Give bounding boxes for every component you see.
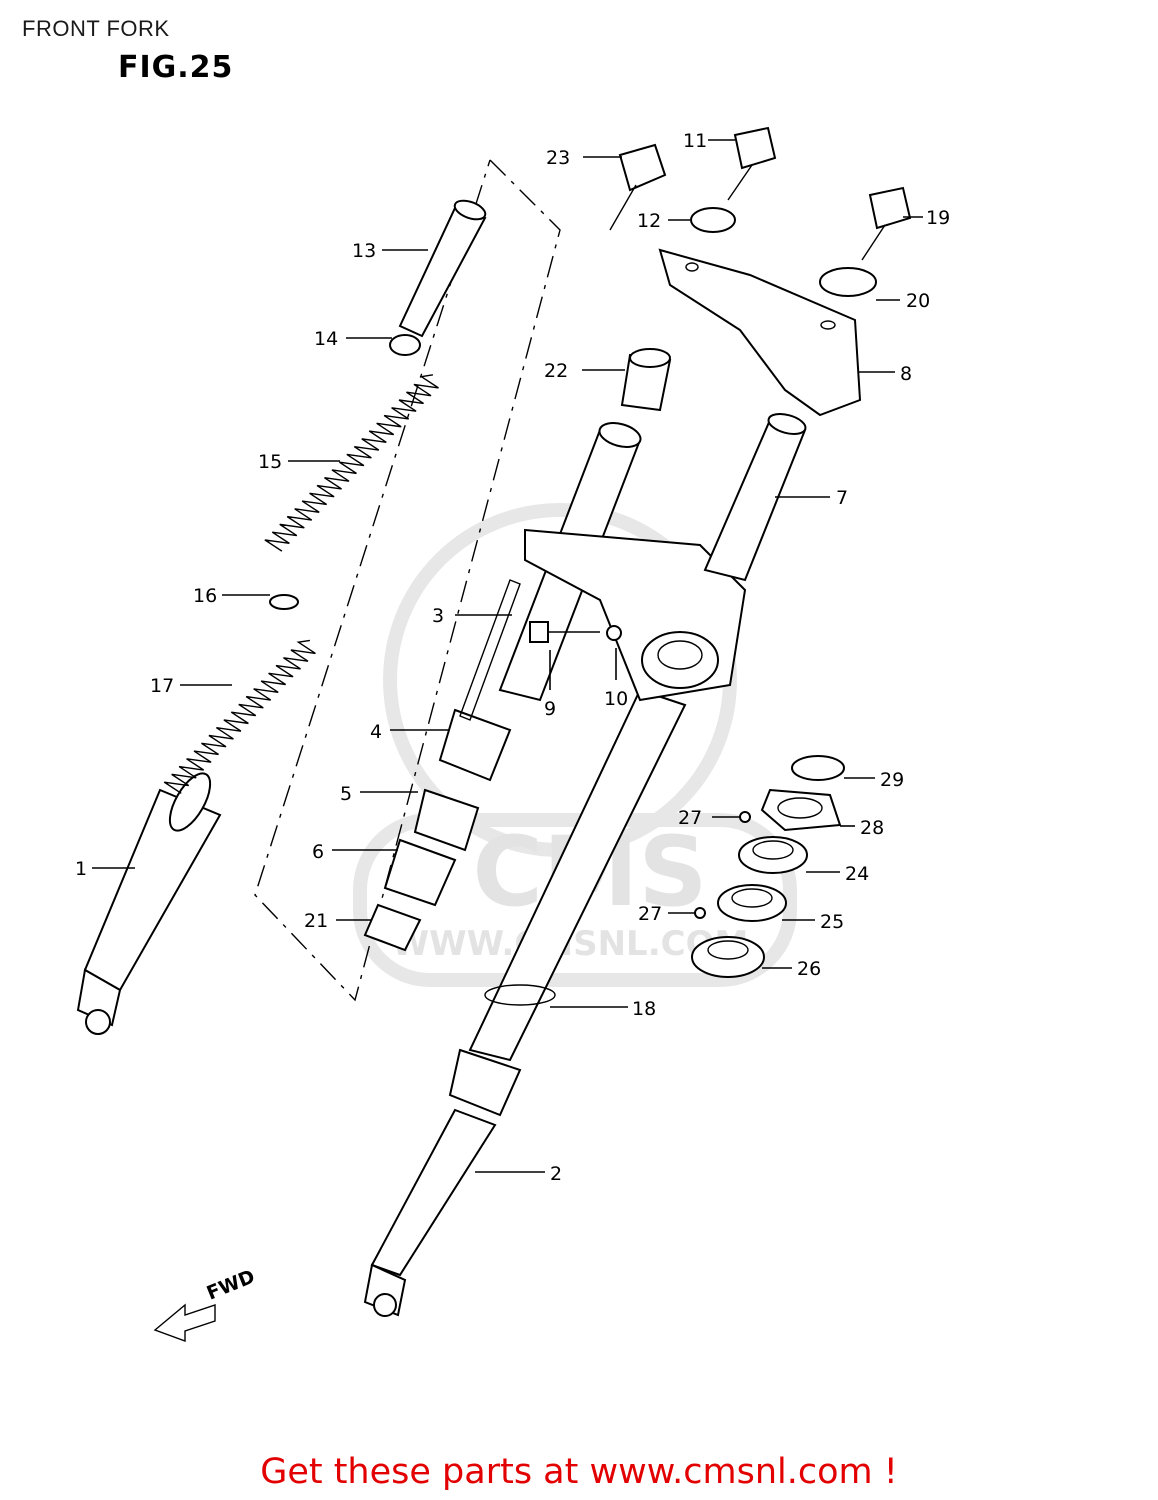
part-22-cap — [620, 348, 672, 412]
part-24-bearing-race — [738, 836, 808, 874]
callout-label: 12 — [637, 210, 661, 232]
part-26-dust-seal — [691, 936, 765, 978]
callout-label: 24 — [845, 863, 869, 885]
part-4-5-6-21-damper-rod — [363, 579, 521, 952]
inner-parts-boundary — [254, 159, 561, 1002]
exploded-parts-diagram: CMS WWW.CMSNL.COM — [75, 126, 950, 1343]
part-19-bolt — [861, 186, 912, 261]
callout-label: 7 — [836, 487, 848, 509]
cmsnl-shop-link[interactable]: Get these parts at www.cmsnl.com ! — [260, 1452, 898, 1492]
callout-label: 10 — [604, 688, 628, 710]
part-8-upper-bracket — [658, 248, 862, 417]
callout-label: 27 — [638, 903, 662, 925]
part-16-spacer — [269, 594, 299, 610]
callout-label: 22 — [544, 360, 568, 382]
part-15-fork-spring-upper — [264, 374, 439, 552]
part-1-fork-tube-outer-left — [76, 772, 222, 1035]
callout-label: 11 — [683, 130, 707, 152]
part-12-washer — [690, 207, 736, 233]
watermark-banner — [353, 813, 797, 987]
callout-label: 5 — [340, 783, 352, 805]
part-11-bolt — [727, 126, 777, 201]
part-28-nut — [760, 788, 842, 832]
part-13-spacer-tube — [398, 199, 487, 338]
callout-labels: 1 2 3 4 5 6 7 8 9 10 11 12 13 14 15 16 1… — [75, 130, 950, 1185]
leader-lines — [92, 139, 923, 1173]
callout-label: 2 — [550, 1163, 562, 1185]
callout-label: 28 — [860, 817, 884, 839]
part-9-bolt — [529, 621, 600, 643]
callout-label: 17 — [150, 675, 174, 697]
callout-label: 1 — [75, 858, 87, 880]
callout-label: 13 — [352, 240, 376, 262]
part-20-washer — [819, 267, 877, 297]
callout-label: 6 — [312, 841, 324, 863]
callout-label: 3 — [432, 605, 444, 627]
part-27-ball-upper — [739, 811, 751, 823]
part-27-ball-lower — [694, 907, 706, 919]
callout-label: 14 — [314, 328, 338, 350]
part-25-bearing-race — [717, 884, 787, 922]
part-10-washer — [606, 625, 622, 641]
fwd-label: FWD — [204, 1266, 258, 1305]
part-7-steering-stem-bracket — [524, 413, 807, 702]
callout-label: 26 — [797, 958, 821, 980]
callout-label: 9 — [544, 698, 556, 720]
part-23-bolt — [609, 143, 667, 231]
callout-label: 21 — [304, 910, 328, 932]
figure-label: FIG.25 — [118, 50, 234, 85]
callout-label: 4 — [370, 721, 382, 743]
fwd-arrow-icon — [153, 1303, 216, 1343]
part-14-spring-seat — [389, 334, 421, 356]
callout-label: 25 — [820, 911, 844, 933]
part-2-fork-tube-outer-right — [363, 688, 687, 1317]
part-18-circlip — [484, 984, 556, 1006]
callout-label: 29 — [880, 769, 904, 791]
callout-label: 20 — [906, 290, 930, 312]
forward-direction-indicator: FWD — [153, 1266, 258, 1343]
part-29-lock-washer — [791, 755, 845, 781]
part-17-fork-spring-lower — [163, 639, 316, 794]
callout-label: 18 — [632, 998, 656, 1020]
page-title: FRONT FORK — [22, 16, 170, 41]
callout-label: 15 — [258, 451, 282, 473]
callout-label: 23 — [546, 147, 570, 169]
callout-label: 16 — [193, 585, 217, 607]
callout-label: 27 — [678, 807, 702, 829]
callout-label: 8 — [900, 363, 912, 385]
callout-label: 19 — [926, 207, 950, 229]
